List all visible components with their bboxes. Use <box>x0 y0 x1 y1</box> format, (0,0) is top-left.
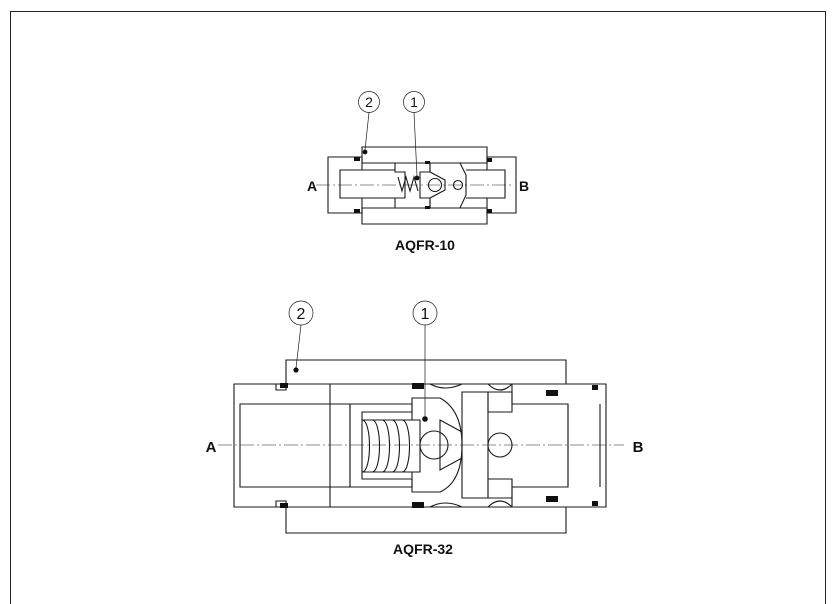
sheet-border <box>10 11 826 604</box>
valve-view-aqfr-10: 2 1 <box>307 91 529 253</box>
callout-1-small: 1 <box>403 91 425 181</box>
port-label-b: B <box>519 178 529 194</box>
callout-number: 2 <box>365 94 373 110</box>
callout-number: 2 <box>297 306 306 323</box>
callout-number: 1 <box>410 94 418 110</box>
valve-body-small <box>316 146 517 225</box>
port-label-a: A <box>206 439 217 456</box>
view-title: AQFR-32 <box>393 541 453 557</box>
valve-body-large <box>218 359 624 534</box>
callout-2-small: 2 <box>358 91 380 155</box>
callout-number: 1 <box>421 306 430 323</box>
port-label-a: A <box>307 178 317 194</box>
callout-2-large: 2 <box>288 300 314 373</box>
view-title: AQFR-10 <box>395 237 455 253</box>
valve-view-aqfr-32: 2 1 <box>206 300 644 557</box>
callout-1-large: 1 <box>412 300 438 422</box>
port-label-b: B <box>633 439 644 456</box>
